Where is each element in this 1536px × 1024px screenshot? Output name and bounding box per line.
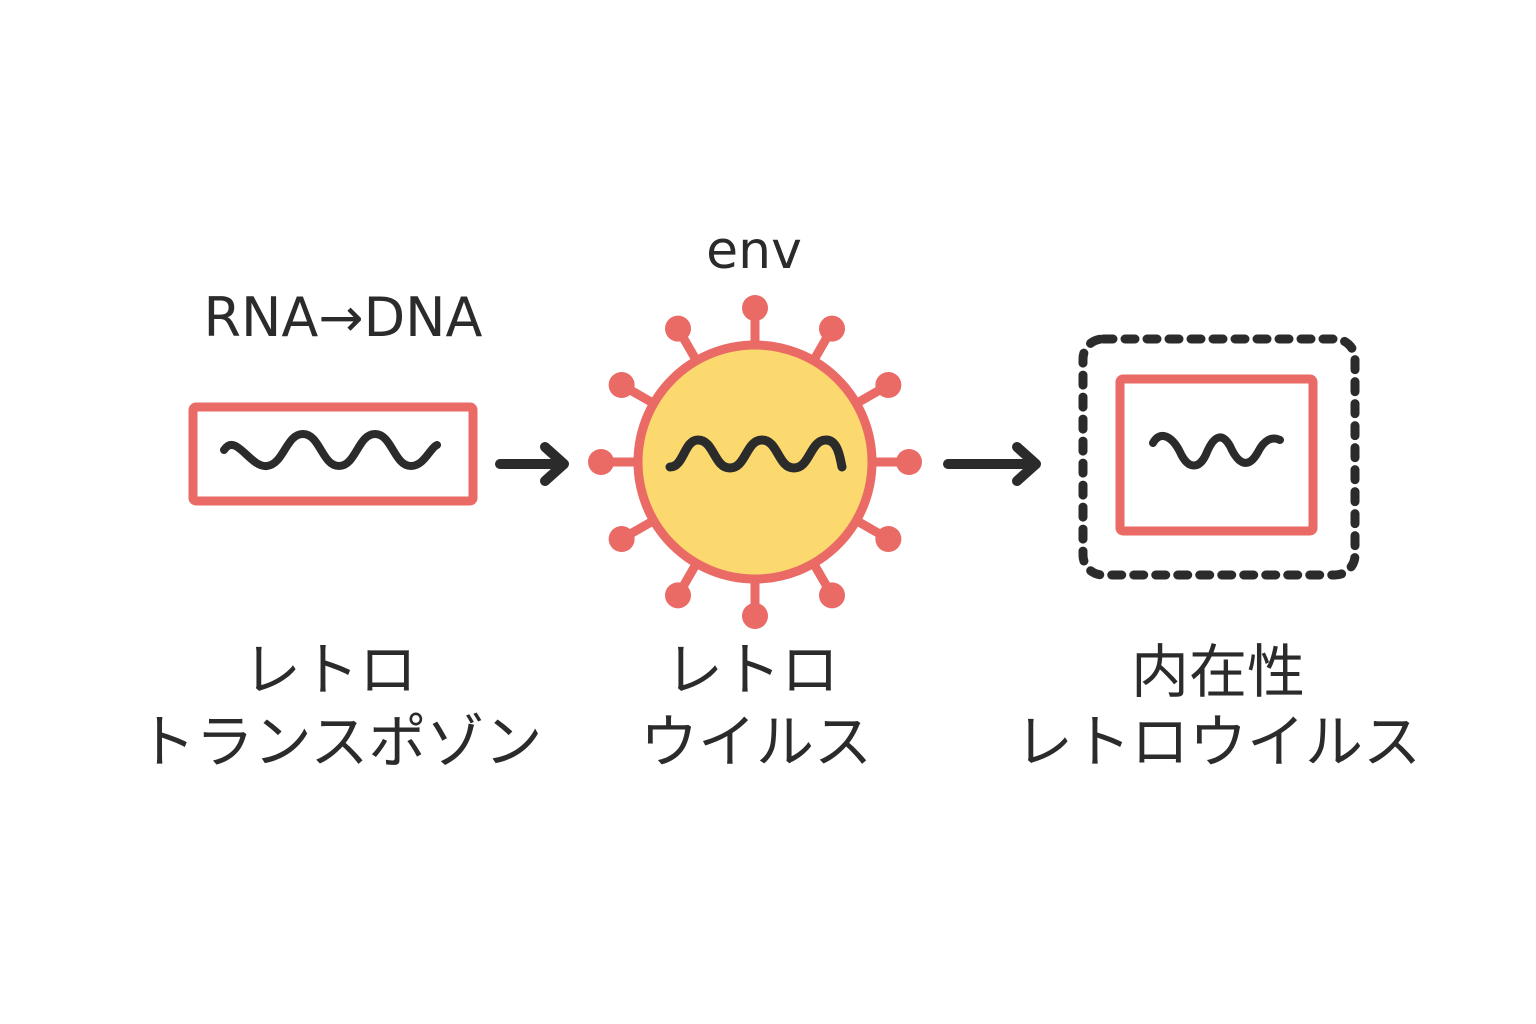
arrow-right-icon bbox=[943, 442, 1041, 486]
provirus-box bbox=[1115, 374, 1318, 536]
integrated-genome-box-icon bbox=[1078, 334, 1360, 580]
env-spike-knob bbox=[608, 372, 635, 398]
endogenous-retrovirus-label-line1: 内在性 bbox=[1131, 638, 1305, 706]
env-spike-knob bbox=[875, 372, 902, 398]
arrow-right-icon bbox=[495, 442, 569, 486]
env-spike-knob bbox=[742, 295, 768, 321]
virus-icon bbox=[588, 295, 922, 629]
virus-capsid bbox=[633, 340, 877, 584]
endogenous-retrovirus-label-line2: レトロウイルス bbox=[1015, 708, 1421, 776]
stage-endogenous-retrovirus: 内在性 レトロウイルス bbox=[1015, 334, 1421, 776]
env-spike-knob bbox=[896, 449, 922, 475]
rna-to-dna-label: RNA→DNA bbox=[203, 286, 482, 349]
rna-box-icon bbox=[188, 402, 478, 506]
rna-strand-icon bbox=[220, 429, 441, 471]
env-spike-knob bbox=[875, 526, 902, 552]
stage-retrotransposon: RNA→DNA レトロ トランスポゾン bbox=[138, 286, 543, 776]
retrovirus-label-line2: ウイルス bbox=[640, 708, 872, 776]
env-label: env bbox=[706, 221, 802, 281]
retrovirus-label-line1: レトロ bbox=[665, 636, 839, 704]
env-spike-knob bbox=[819, 582, 845, 609]
viral-rna-strand-icon bbox=[665, 435, 847, 473]
host-genome-dotted-border bbox=[1078, 334, 1360, 580]
stage-retrovirus: env レトロ ウイルス bbox=[588, 221, 922, 776]
env-spike-knob bbox=[588, 449, 614, 475]
integrated-rna-strand-icon bbox=[1149, 431, 1284, 470]
env-spike-knob bbox=[665, 582, 691, 609]
env-spike-knob bbox=[819, 315, 845, 342]
retrotransposon-label-line1: レトロ bbox=[243, 636, 417, 704]
env-spike-knob bbox=[742, 603, 768, 629]
retrotransposon-label-line2: トランスポゾン bbox=[138, 708, 543, 776]
env-spike-knob bbox=[665, 315, 691, 342]
transposon-box bbox=[188, 402, 478, 506]
env-spike-knob bbox=[608, 526, 635, 552]
